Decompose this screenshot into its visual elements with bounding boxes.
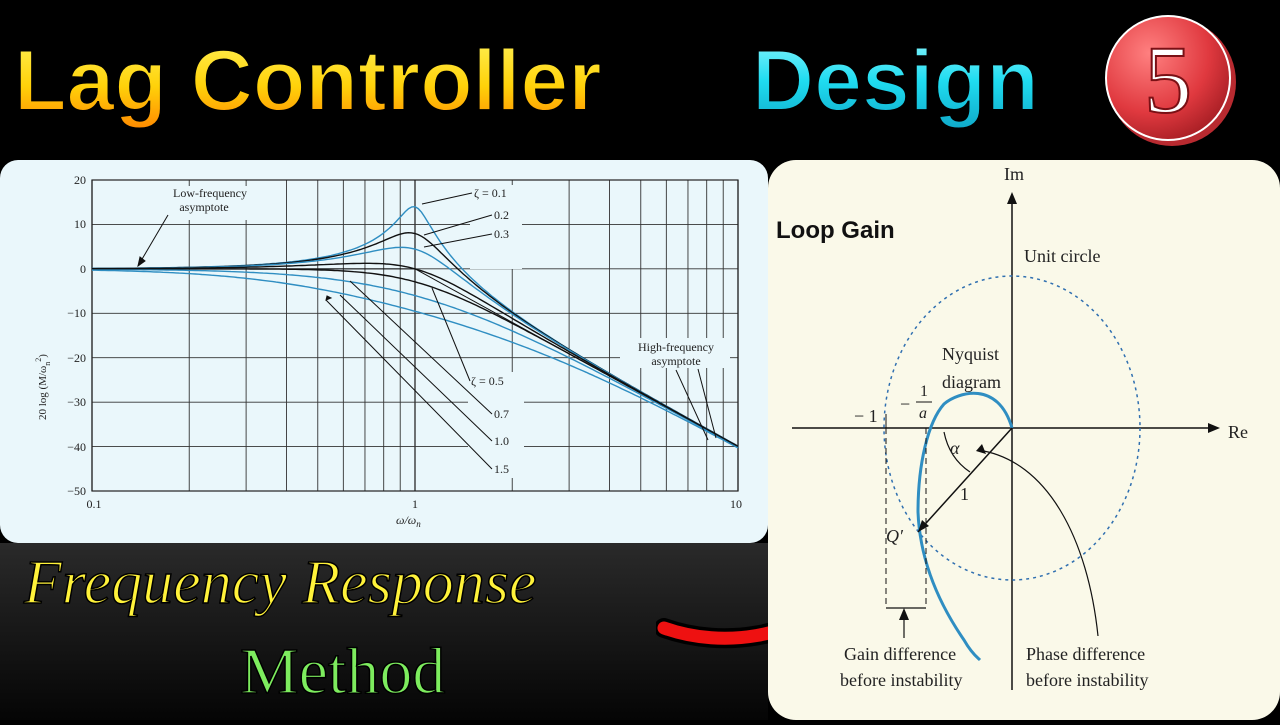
nyquist-label-2: diagram [942, 372, 1001, 392]
bode-curves [91, 205, 739, 449]
minus-sign: − [900, 394, 910, 414]
phase-diff-label-1: Phase difference [1026, 644, 1145, 664]
subtitle-svg: Frequency Response Method [22, 548, 537, 709]
y-tick-10: 10 [74, 217, 86, 231]
radius-line [917, 427, 1013, 533]
unit-circle [883, 275, 1141, 581]
nyquist-label-1: Nyquist [942, 344, 999, 364]
bode-curve-zeta-1-5 [92, 269, 739, 449]
bode-grid [91, 179, 739, 492]
badge-circle [1105, 15, 1231, 141]
bode-ylabel: 20 log (M/ωn2) [34, 354, 52, 420]
alpha-arc [943, 431, 971, 473]
title-bar: Lag Controller Design 5 [0, 0, 1280, 160]
gain-box [885, 428, 927, 608]
re-label: Re [1228, 422, 1248, 442]
x-tick-10: 10 [730, 497, 742, 511]
svg-text:20 log (M/ωn2): 20 log (M/ωn2) [34, 354, 52, 420]
y-tick-m40: −40 [67, 440, 86, 454]
q-prime-label: Q′ [886, 526, 904, 546]
bode-panel: 20 10 0 −10 −20 −30 −40 −50 0.1 1 10 20 … [0, 160, 768, 543]
y-tick-m20: −20 [67, 351, 86, 365]
bode-plot: 20 10 0 −10 −20 −30 −40 −50 0.1 1 10 20 … [34, 173, 742, 529]
title-svg: Lag Controller Design 5 [0, 0, 1280, 160]
zeta-label-0-3: 0.3 [494, 227, 509, 241]
zeta-label-0-1: ζ = 0.1 [474, 186, 507, 200]
nyquist-panel: Im Re Loop Gain Unit circle Nyquist diag… [768, 160, 1280, 720]
zeta-label-0-2: 0.2 [494, 208, 509, 222]
minus-one-label: − 1 [854, 406, 878, 426]
phase-diff-label-2: before instability [1026, 670, 1148, 690]
frac-den: a [919, 405, 927, 422]
radius-label: 1 [960, 484, 969, 504]
zeta-label-0-7: 0.7 [494, 407, 509, 421]
phase-leader [977, 449, 1099, 637]
high-freq-label-2: asymptote [651, 354, 700, 368]
frac-num: 1 [920, 383, 928, 400]
nyquist-diagram: Im Re Loop Gain Unit circle Nyquist diag… [776, 164, 1248, 690]
y-tick-m30: −30 [67, 395, 86, 409]
x-tick-1: 1 [412, 497, 418, 511]
subtitle-area: Frequency Response Method [0, 543, 768, 720]
unit-circle-label: Unit circle [1024, 246, 1100, 266]
x-tick-0-1: 0.1 [87, 497, 102, 511]
gain-diff-label-2: before instability [840, 670, 962, 690]
y-tick-20: 20 [74, 173, 86, 187]
high-freq-asymptote [414, 268, 739, 448]
badge-number: 5 [1144, 26, 1192, 133]
bode-curve-zeta-1 [91, 268, 739, 448]
y-tick-m50: −50 [67, 484, 86, 498]
gain-diff-label-1: Gain difference [844, 644, 956, 664]
loop-gain-heading: Loop Gain [776, 217, 895, 244]
low-freq-label-2: asymptote [179, 200, 228, 214]
alpha-label: α [950, 438, 960, 458]
bode-leaders [137, 192, 717, 470]
high-freq-label-1: High-frequency [638, 340, 714, 354]
low-freq-label-1: Low-frequency [173, 186, 247, 200]
title-part1: Lag Controller [14, 33, 602, 129]
zeta-label-0-5: ζ = 0.5 [471, 374, 504, 388]
subtitle-line2: Method [240, 635, 445, 708]
zeta-label-1-5: 1.5 [494, 462, 509, 476]
nyquist-curve [916, 391, 1014, 662]
subtitle-line1: Frequency Response [23, 549, 536, 617]
y-tick-0: 0 [80, 262, 86, 276]
y-tick-m10: −10 [67, 306, 86, 320]
bode-xlabel: ω/ωn [396, 513, 421, 529]
zeta-label-1-0: 1.0 [494, 434, 509, 448]
im-label: Im [1004, 164, 1024, 184]
title-part2: Design [752, 33, 1039, 129]
